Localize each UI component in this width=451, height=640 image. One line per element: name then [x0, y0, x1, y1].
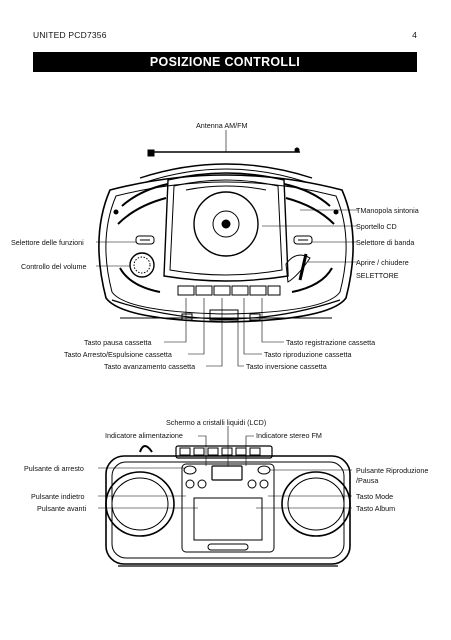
label-cassette-record: Tasto registrazione cassetta [286, 338, 376, 347]
page-number: 4 [412, 30, 417, 40]
tuning-knob [285, 254, 311, 283]
mode-button [247, 479, 257, 489]
label-power-indicator: Indicatore alimentazione [105, 431, 183, 440]
header-model: UNITED PCD7356 [33, 30, 107, 40]
label-function-selector: Selettore delle funzioni [11, 238, 84, 247]
back-button [185, 479, 195, 489]
band-selector [293, 235, 313, 245]
label-play-pause-cont: /Pausa [356, 476, 379, 485]
label-cassette-ff: Tasto avanzamento cassetta [104, 362, 196, 371]
label-volume-control: Controllo del volume [21, 262, 87, 271]
right-speaker [281, 471, 351, 537]
body-outline [98, 174, 354, 323]
label-band-selector: Selettore di banda [356, 238, 415, 247]
label-fm-stereo-indicator: Indicatore stereo FM [256, 431, 322, 440]
label-forward-button: Pulsante avanti [37, 504, 87, 513]
cd-door [163, 172, 289, 282]
label-cd-door: Sportello CD [356, 222, 397, 231]
label-play-pause: Pulsante Riproduzione [356, 466, 429, 475]
label-mode-button: Tasto Mode [356, 492, 394, 501]
forward-button [197, 479, 207, 489]
label-stop-button: Pulsante di arresto [24, 464, 84, 473]
label-cassette-play: Tasto riproduzione cassetta [264, 350, 352, 359]
cassette-window [209, 309, 239, 321]
stop-button [183, 465, 197, 475]
label-cassette-rewind: Tasto inversione cassetta [246, 362, 327, 371]
label-open-close: Aprire / chiudere [356, 258, 409, 267]
label-lcd: Schermo a cristalli liquidi (LCD) [166, 418, 267, 427]
function-selector [135, 235, 155, 245]
play-pause-button [257, 465, 271, 475]
album-button [259, 479, 269, 489]
lcd-display [211, 465, 243, 481]
left-speaker [105, 471, 175, 537]
label-album-button: Tasto Album [356, 504, 396, 513]
label-antenna: Antenna AM/FM [196, 121, 248, 130]
label-selector: SELETTORE [356, 271, 399, 280]
label-cassette-stop-eject: Tasto Arresto/Espulsione cassetta [64, 350, 172, 359]
page-title: POSIZIONE CONTROLLI [33, 52, 417, 72]
label-back-button: Pulsante indietro [31, 492, 85, 501]
volume-knob [129, 252, 155, 278]
label-cassette-pause: Tasto pausa cassetta [84, 338, 152, 347]
label-tuning-knob: TManopola sintonia [356, 206, 419, 215]
